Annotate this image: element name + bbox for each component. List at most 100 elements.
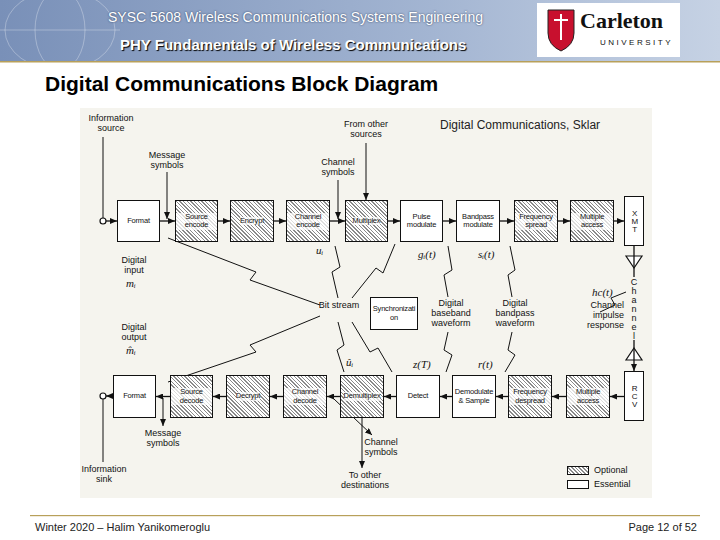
signal-arrow xyxy=(327,396,340,397)
optional-block: Multiple access xyxy=(566,375,610,418)
signal-label: Message symbols xyxy=(134,428,192,448)
block-label: Multiple access xyxy=(571,213,613,230)
signal-symbol: uᵢ xyxy=(316,244,340,256)
signal-symbol: sᵢ(t) xyxy=(478,248,512,260)
logo-panel xyxy=(537,3,680,57)
leader-arrow xyxy=(366,143,367,200)
block-label: Source encode xyxy=(176,213,217,230)
zigzag-pointer xyxy=(168,238,320,305)
input-terminal xyxy=(100,218,106,224)
block-label: Multiplex xyxy=(353,217,381,226)
essential-block: Format xyxy=(117,200,160,242)
block-label: Channel encode xyxy=(287,213,329,230)
leader-line xyxy=(103,137,104,218)
essential-block: XMT xyxy=(624,196,644,246)
block-label: Channel decode xyxy=(284,388,326,405)
optional-block: Multiple access xyxy=(570,200,614,242)
signal-arrow xyxy=(384,396,396,397)
signal-label: Information sink xyxy=(74,464,134,484)
output-wire xyxy=(106,395,113,396)
signal-label: Digital bandpass waveform xyxy=(488,298,542,328)
header-band xyxy=(0,0,720,61)
block-label: Frequency despread xyxy=(509,388,551,405)
signal-arrow xyxy=(213,396,226,397)
signal-arrow xyxy=(614,220,624,221)
block-label: Demodulate & Sample xyxy=(453,388,495,405)
optional-block: Source decode xyxy=(170,375,213,418)
optional-block: Frequency spread xyxy=(514,200,558,242)
leader-arrow xyxy=(163,398,164,426)
optional-block: Channel encode xyxy=(286,200,330,242)
zigzag-pointer xyxy=(332,246,340,298)
channel-label: Channel xyxy=(629,277,639,340)
signal-label: Digital baseband waveform xyxy=(424,298,478,328)
block-label: XMT xyxy=(630,209,639,233)
block-label: Multiple access xyxy=(567,388,609,405)
signal-label: Channel impulse response xyxy=(562,300,624,330)
block-label: Encrypt xyxy=(240,217,264,226)
section-header: PHY Fundamentals of Wireless Communicati… xyxy=(120,36,540,53)
signal-symbol: mᵢ xyxy=(126,277,150,289)
signal-label: Message symbols xyxy=(138,150,196,170)
logo-crest xyxy=(548,10,574,51)
block-label: Frequency spread xyxy=(515,213,557,230)
source-note: Digital Communications, Sklar xyxy=(440,118,645,132)
globe-line xyxy=(35,0,85,70)
globe-line xyxy=(0,30,120,31)
optional-block: Demultiplex xyxy=(340,375,384,418)
optional-block: Source encode xyxy=(175,200,218,242)
zigzag-pointer xyxy=(168,316,320,382)
essential-block: Demodulate & Sample xyxy=(452,375,496,418)
signal-arrow xyxy=(218,220,230,221)
signal-symbol: z(T) xyxy=(413,358,447,370)
signal-label: From other sources xyxy=(333,119,399,139)
signal-label: To other destinations xyxy=(330,470,400,490)
logo-wordmark: Carleton xyxy=(580,8,680,34)
signal-arrow xyxy=(443,220,456,221)
block-label: Demultiplex xyxy=(344,392,381,401)
signal-arrow xyxy=(274,220,286,221)
signal-label: Digital output xyxy=(112,322,156,342)
logo-subtext: UNIVERSITY xyxy=(600,38,680,47)
signal-arrow xyxy=(558,220,570,221)
signal-arrow xyxy=(440,396,452,397)
footer-text: Winter 2020 – Halim Yanikomeroglu xyxy=(35,521,335,533)
optional-block: Encrypt xyxy=(230,200,274,242)
optional-block: Channel decode xyxy=(283,375,327,418)
signal-symbol: r(t) xyxy=(478,358,512,370)
input-wire xyxy=(106,220,117,221)
optional-block: Multiplex xyxy=(345,200,388,242)
signal-symbol: m̂ᵢ xyxy=(126,344,150,356)
optional-block: Decrypt xyxy=(226,375,270,418)
signal-label: Digital input xyxy=(112,255,156,275)
signal-symbol: ûᵢ xyxy=(346,356,370,368)
zigzag-pointer xyxy=(444,332,452,372)
signal-arrow xyxy=(496,396,508,397)
logo-crest-mark xyxy=(554,14,568,40)
block-label: Bandpass modulate xyxy=(457,213,499,230)
legend-swatch xyxy=(567,466,589,475)
block-label: RCV xyxy=(630,384,639,408)
essential-block: Synchronization xyxy=(370,297,418,330)
leader-arrow xyxy=(362,418,363,468)
signal-arrow xyxy=(388,220,400,221)
globe-line xyxy=(5,0,115,70)
signal-arrow xyxy=(552,396,566,397)
block-label: Format xyxy=(123,392,146,401)
block-label: Synchronization xyxy=(371,305,417,322)
signal-arrow xyxy=(156,396,170,397)
optional-block: Frequency despread xyxy=(508,375,552,418)
figure-scan xyxy=(80,108,652,498)
signal-label: Bit stream xyxy=(318,300,360,310)
output-terminal xyxy=(100,393,106,399)
footer-text: Page 12 of 52 xyxy=(597,521,697,533)
header-rule xyxy=(0,61,720,63)
signal-label: Channel symbols xyxy=(352,437,410,457)
signal-arrow xyxy=(610,396,624,397)
course-header: SYSC 5608 Wireless Communications System… xyxy=(108,9,528,25)
zigzag-pointer xyxy=(505,332,515,372)
block-label: Source decode xyxy=(171,388,212,405)
essential-block: Detect xyxy=(396,375,440,418)
signal-label: Channel symbols xyxy=(309,157,367,177)
